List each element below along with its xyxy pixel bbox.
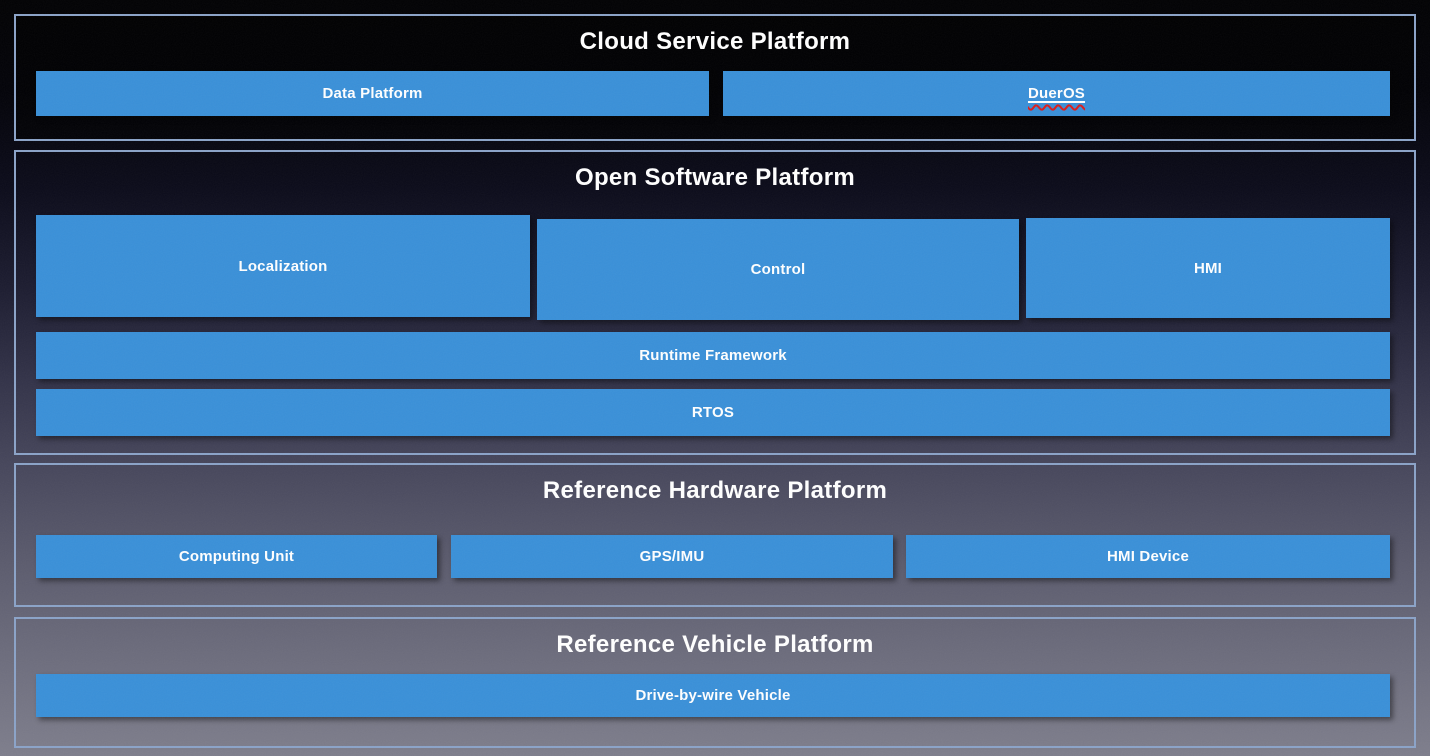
box-drive-by-wire-vehicle: Drive-by-wire Vehicle xyxy=(36,674,1390,717)
data-platform-label: Data Platform xyxy=(322,85,423,102)
hmi-label: HMI xyxy=(1193,259,1223,277)
box-localization: Localization xyxy=(36,215,530,317)
localization-label: Localization xyxy=(238,257,328,275)
runtime-framework-label: Runtime Framework xyxy=(639,347,787,364)
box-dueros: DuerOS xyxy=(723,71,1390,116)
box-rtos: RTOS xyxy=(36,389,1390,436)
software-section-title: Open Software Platform xyxy=(575,164,855,191)
dueros-spellcheck-text: DuerOS xyxy=(1027,85,1086,102)
control-label: Control xyxy=(750,261,806,278)
box-hmi: HMI xyxy=(1026,218,1390,318)
vehicle-section-title: Reference Vehicle Platform xyxy=(556,631,874,658)
box-hmi-device: HMI Device xyxy=(906,535,1390,578)
box-control: Control xyxy=(537,219,1019,320)
hardware-section-title: Reference Hardware Platform xyxy=(542,477,888,504)
box-runtime-framework: Runtime Framework xyxy=(36,332,1390,379)
gps-imu-label: GPS/IMU xyxy=(639,548,705,565)
section-reference-vehicle-platform: Reference Vehicle Platform Drive-by-wire… xyxy=(14,617,1416,748)
section-reference-hardware-platform: Reference Hardware Platform Computing Un… xyxy=(14,463,1416,607)
section-open-software-platform: Open Software Platform Localization Cont… xyxy=(14,150,1416,455)
drive-by-wire-label: Drive-by-wire Vehicle xyxy=(635,687,791,704)
section-cloud-service-platform: Cloud Service Platform Data Platform Due… xyxy=(14,14,1416,141)
rtos-label: RTOS xyxy=(691,404,735,421)
box-computing-unit: Computing Unit xyxy=(36,535,437,578)
box-gps-imu: GPS/IMU xyxy=(451,535,893,578)
computing-unit-label: Computing Unit xyxy=(178,548,295,565)
dueros-label: DuerOS xyxy=(1028,85,1085,102)
cloud-section-title: Cloud Service Platform xyxy=(579,28,851,55)
hmi-device-label: HMI Device xyxy=(1106,548,1190,565)
box-data-platform: Data Platform xyxy=(36,71,709,116)
